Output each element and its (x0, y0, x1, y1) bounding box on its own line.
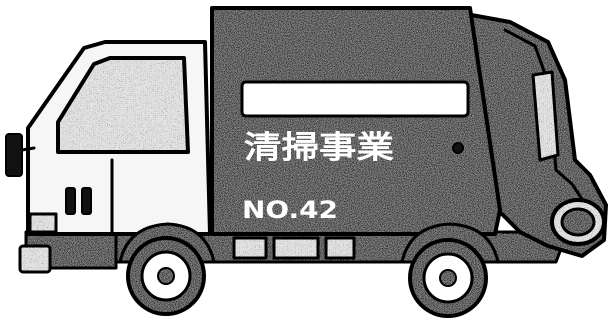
cab (5, 40, 212, 236)
side-mirror (5, 133, 23, 177)
rear-compactor (453, 10, 608, 258)
headlight (28, 212, 58, 234)
body-caption: 清掃事業 (244, 130, 394, 166)
unit-number: NO.42 (242, 196, 338, 224)
body-box: 清掃事業 NO.42 (210, 6, 502, 260)
cab-vent (65, 187, 76, 215)
body-lamp-icon (452, 142, 464, 154)
cab-vent (81, 187, 92, 215)
side-box (324, 236, 356, 260)
rear-wheel (408, 238, 488, 318)
cab-window (56, 56, 190, 154)
front-wheel (126, 236, 206, 316)
side-box (232, 236, 268, 260)
side-box (272, 236, 320, 260)
body-label-panel (240, 80, 470, 118)
